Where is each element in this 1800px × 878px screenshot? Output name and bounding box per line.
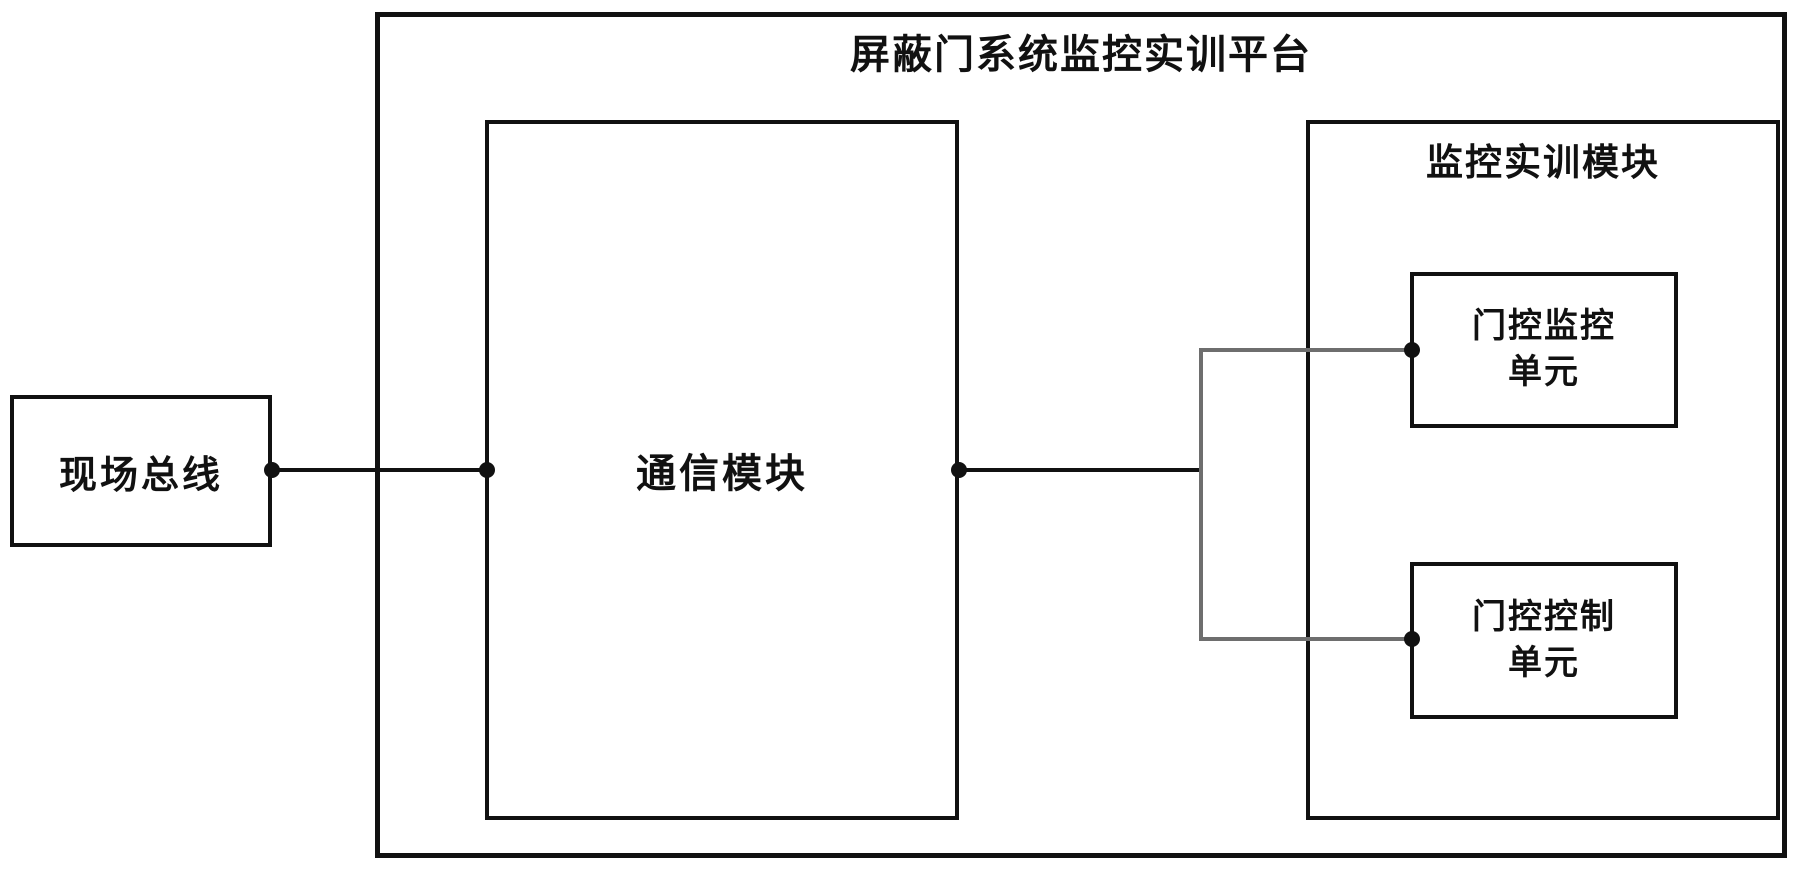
door-control-unit-box: 门控控制 单元 [1410,562,1678,719]
door-monitor-unit-box: 门控监控 单元 [1410,272,1678,428]
monitor-training-module-label: 监控实训模块 [1426,141,1660,184]
comm-module-box: 通信模块 [485,120,959,820]
connector-comm-to-branch [957,468,1203,472]
connection-dot-fieldbus-right [264,462,280,478]
connector-fieldbus-to-comm [272,468,487,472]
connection-dot-comm-left [479,462,495,478]
connector-branch-vertical [1199,348,1203,641]
connection-dot-comm-right [951,462,967,478]
connection-dot-door-control-unit [1404,631,1420,647]
connector-branch-to-door-monitor-unit [1199,348,1412,352]
comm-module-label: 通信模块 [636,451,808,497]
door-monitor-unit-label: 门控监控 单元 [1472,306,1616,392]
platform-title: 屏蔽门系统监控实训平台 [850,32,1312,78]
connection-dot-door-monitor-unit [1404,342,1420,358]
door-control-unit-label: 门控控制 单元 [1472,596,1616,683]
connector-branch-to-door-control-unit [1199,637,1412,641]
fieldbus-label: 现场总线 [58,452,223,497]
fieldbus-box: 现场总线 [10,395,272,547]
